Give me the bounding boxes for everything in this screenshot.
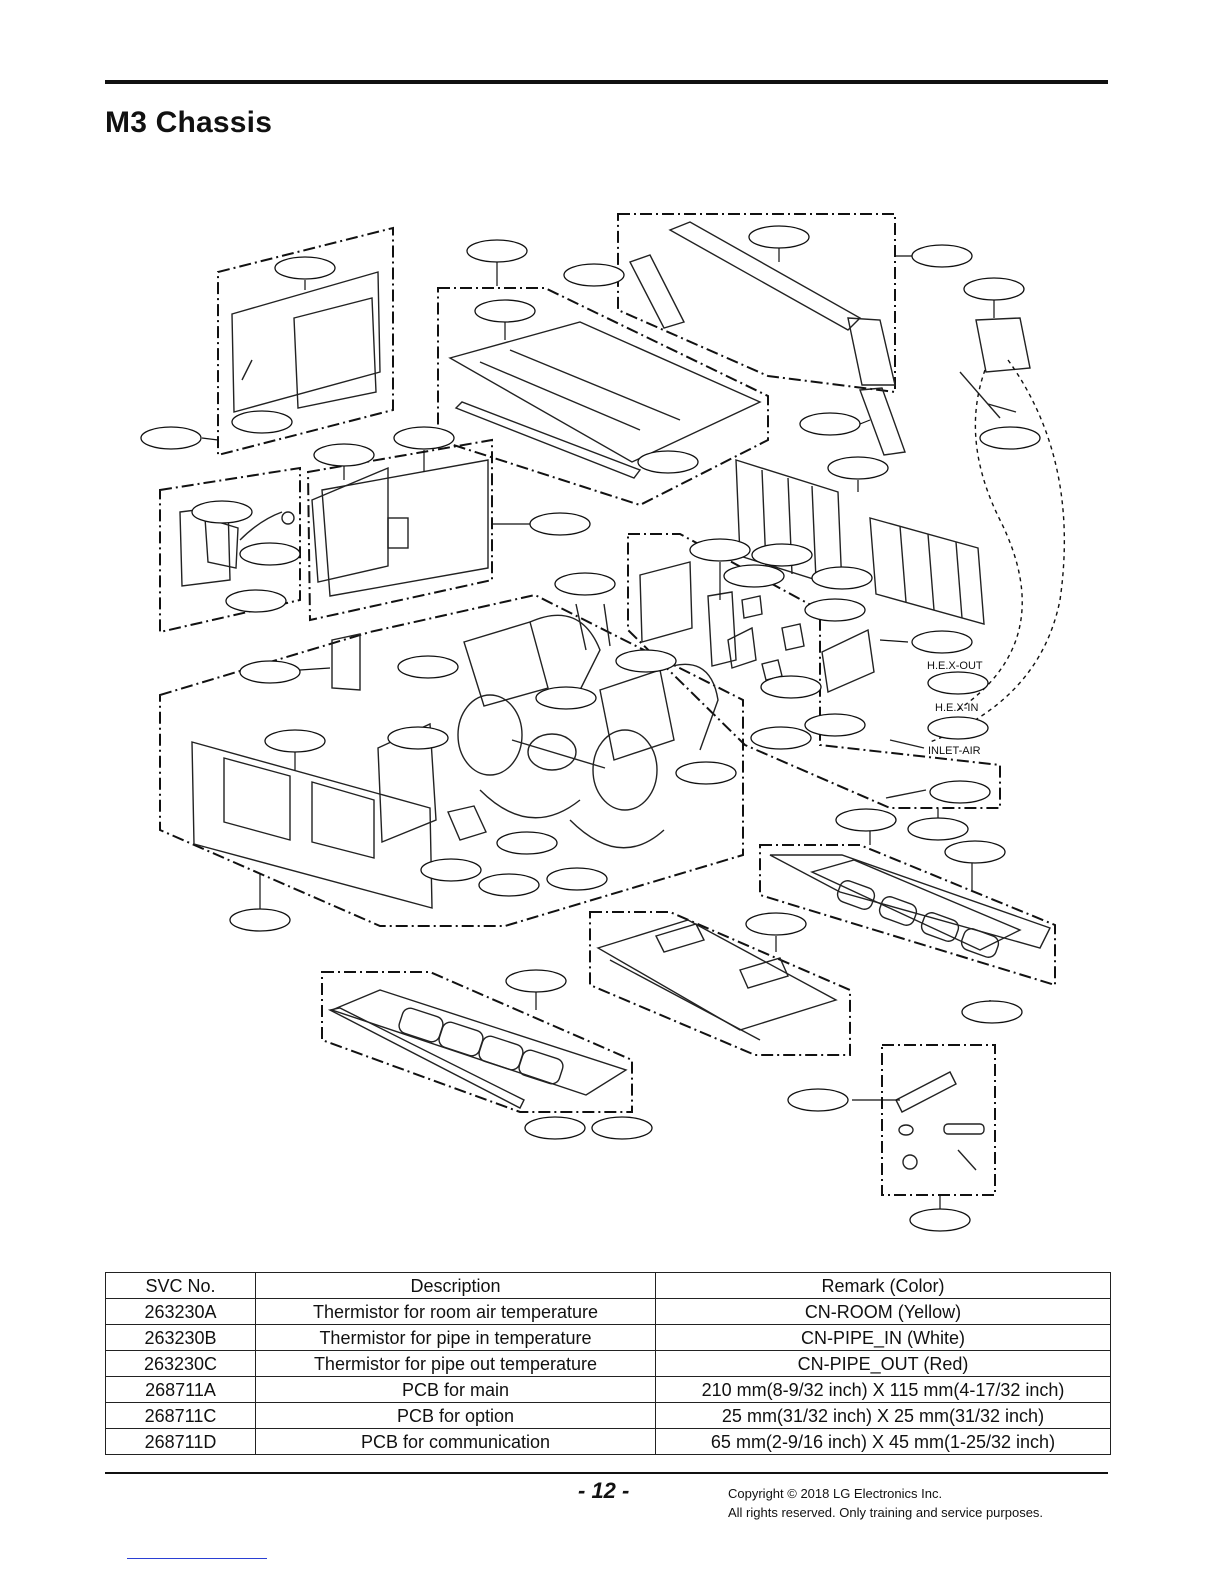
remark-cell: 210 mm(8-9/32 inch) X 115 mm(4-17/32 inc… [655, 1376, 1111, 1403]
group-boundaries [159, 213, 1056, 1196]
remark-cell: CN-PIPE_OUT (Red) [655, 1350, 1111, 1377]
svc-no-cell: 268711D [105, 1428, 256, 1455]
leader-lines [201, 248, 995, 1210]
part-number-callouts [140, 225, 1041, 1232]
exploded-parts-diagram: H.E.X-OUT H.E.X-IN INLET-AIR [140, 213, 1066, 1232]
table-row: 268711A PCB for main 210 mm(8-9/32 inch)… [105, 1376, 1111, 1403]
remark-cell: CN-ROOM (Yellow) [655, 1298, 1111, 1325]
page-corner-link-line [127, 1558, 267, 1559]
page-title: M3 Chassis [105, 106, 273, 139]
description-cell: PCB for main [255, 1376, 656, 1403]
copyright-notice: Copyright © 2018 LG Electronics Inc. All… [728, 1484, 1043, 1522]
svc-no-cell: 263230C [105, 1350, 256, 1377]
label-inlet-air: INLET-AIR [928, 745, 981, 757]
header-description: Description [255, 1272, 656, 1299]
label-hex-out: H.E.X-OUT [927, 660, 983, 672]
description-cell: Thermistor for room air temperature [255, 1298, 656, 1325]
copyright-line-2: All rights reserved. Only training and s… [728, 1505, 1044, 1520]
parts-table: SVC No. Description Remark (Color) 26323… [105, 1272, 1111, 1455]
remark-cell: 25 mm(31/32 inch) X 25 mm(31/32 inch) [655, 1402, 1111, 1429]
description-cell: Thermistor for pipe out temperature [255, 1350, 656, 1377]
page-number: - 12 - [578, 1478, 630, 1503]
remark-cell: CN-PIPE_IN (White) [655, 1324, 1111, 1351]
svc-no-cell: 263230A [105, 1298, 256, 1325]
copyright-line-1: Copyright © 2018 LG Electronics Inc. [728, 1486, 943, 1501]
table-row: 268711D PCB for communication 65 mm(2-9/… [105, 1428, 1111, 1455]
description-cell: PCB for option [255, 1402, 656, 1429]
remark-cell: 65 mm(2-9/16 inch) X 45 mm(1-25/32 inch) [655, 1428, 1111, 1455]
svc-no-cell: 268711A [105, 1376, 256, 1403]
svc-no-cell: 268711C [105, 1402, 256, 1429]
header-svc-no: SVC No. [105, 1272, 256, 1299]
description-cell: Thermistor for pipe in temperature [255, 1324, 656, 1351]
svc-no-cell: 263230B [105, 1324, 256, 1351]
table-row: 263230C Thermistor for pipe out temperat… [105, 1350, 1111, 1377]
table-row: 263230B Thermistor for pipe in temperatu… [105, 1324, 1111, 1351]
label-hex-in: H.E.X-IN [935, 702, 978, 714]
wire-harness-paths [929, 359, 1066, 743]
description-cell: PCB for communication [255, 1428, 656, 1455]
bottom-rule [105, 1472, 1108, 1474]
part-drawings [179, 221, 1051, 1171]
top-rule [105, 80, 1108, 84]
table-row: 268711C PCB for option 25 mm(31/32 inch)… [105, 1402, 1111, 1429]
header-remark: Remark (Color) [655, 1272, 1111, 1299]
table-row: 263230A Thermistor for room air temperat… [105, 1298, 1111, 1325]
table-header-row: SVC No. Description Remark (Color) [105, 1272, 1111, 1299]
